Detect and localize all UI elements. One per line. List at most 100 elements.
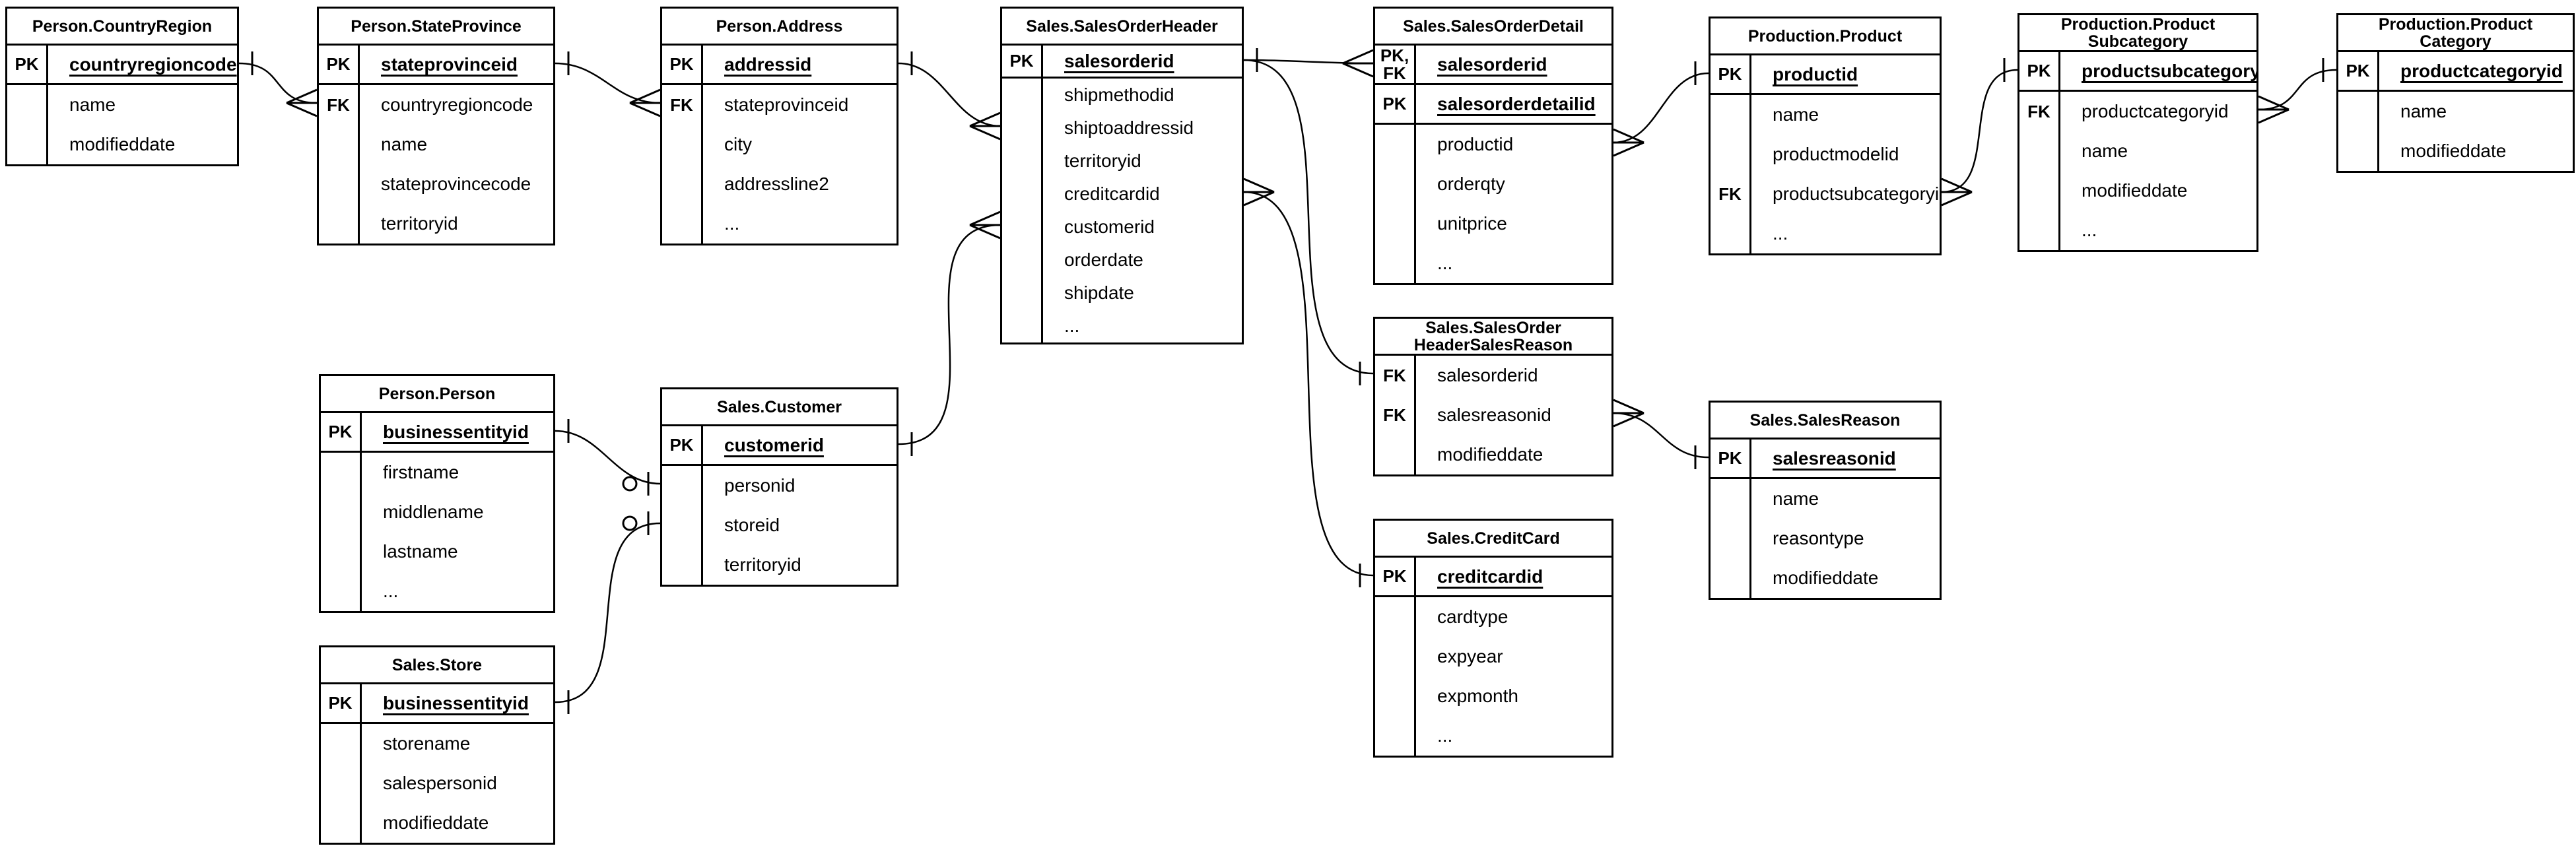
field-name: businessentityid [383,421,529,442]
field-name: productcategoryid [2082,101,2229,121]
field-name: territoryid [724,554,801,575]
field-name: lastname [383,541,458,562]
table-title: Sales.SalesOrderHeader [1002,9,1242,46]
field-row: FK productcategoryid [2019,92,2256,131]
field-name: territoryid [381,213,458,234]
relationship-salesorderheader-salesorderdetail [1243,48,1374,78]
field-name: expyear [1437,646,1503,667]
key-label: PK [321,684,362,722]
field-name: ... [1064,315,1080,336]
field-row: territoryid [662,545,897,585]
field-name: name [1773,104,1819,125]
key-label: PK [1375,85,1416,123]
key-label [1002,79,1043,112]
key-label: FK [1711,174,1751,214]
field-row: lastname [321,532,553,571]
field-row: modifieddate [1375,435,1611,474]
field-name: salesreasonid [1773,447,1896,469]
field-row: salespersonid [321,764,553,803]
field-row: shiptoaddressid [1002,112,1242,145]
field-name: stateprovincecode [381,174,531,194]
key-label [321,724,362,764]
field-row: ... [2019,211,2256,250]
field-name: ... [383,581,399,601]
field-row: addressline2 [662,164,897,204]
field-row: productmodelid [1711,135,1940,174]
key-label [1002,277,1043,309]
key-label [1375,204,1416,244]
key-label [1711,558,1751,598]
table-title: Sales.CreditCard [1375,521,1611,558]
field-name: cardtype [1437,606,1508,627]
key-label [2338,92,2379,131]
key-label [2019,211,2060,250]
field-name: productsubcategoryid [1773,183,1940,204]
field-name: unitprice [1437,213,1507,234]
relationship-store-customer [555,511,661,714]
field-name: productcategoryid [2400,60,2563,81]
field-name: expmonth [1437,686,1518,706]
field-row: unitprice [1375,204,1611,244]
field-name: shipmethodid [1064,84,1174,105]
key-label [319,125,360,164]
field-row: stateprovincecode [319,164,553,204]
key-label [321,453,362,492]
field-row: ... [1711,214,1940,253]
key-label: FK [2019,92,2060,131]
field-name: orderqty [1437,174,1505,194]
field-row: name [319,125,553,164]
key-label [321,571,362,611]
field-name: modifieddate [2082,180,2188,201]
field-name: city [724,134,752,154]
field-name: firstname [383,462,459,482]
field-name: name [2082,141,2128,161]
field-row: cardtype [1375,597,1611,637]
field-name: storename [383,733,471,754]
field-name: ... [1773,223,1788,244]
field-name: storeid [724,515,780,535]
field-row: modifieddate [1711,558,1940,598]
key-label [1002,112,1043,145]
key-label [1711,519,1751,558]
key-label [321,764,362,803]
key-label [662,505,703,545]
relationship-countryregion-stateprovince [238,51,318,117]
relationship-headersalesreason-salesreason [1613,399,1709,469]
field-row: firstname [321,453,553,492]
field-name: name [69,94,116,115]
field-row: ... [321,571,553,611]
table-title: Person.Address [662,9,897,46]
relationship-salesorderheader-headersalesreason [1243,48,1374,385]
field-row: FK productsubcategoryid [1711,174,1940,214]
relationship-address-salesorderheader [898,51,1001,141]
field-row: name [7,85,237,125]
field-row: name [1711,95,1940,135]
key-label: PK [321,413,362,451]
key-label [7,85,48,125]
key-label [321,803,362,843]
field-name: productmodelid [1773,144,1899,164]
key-label [1375,597,1416,637]
field-row: name [2019,131,2256,171]
field-row: PK businessentityid [321,413,553,453]
